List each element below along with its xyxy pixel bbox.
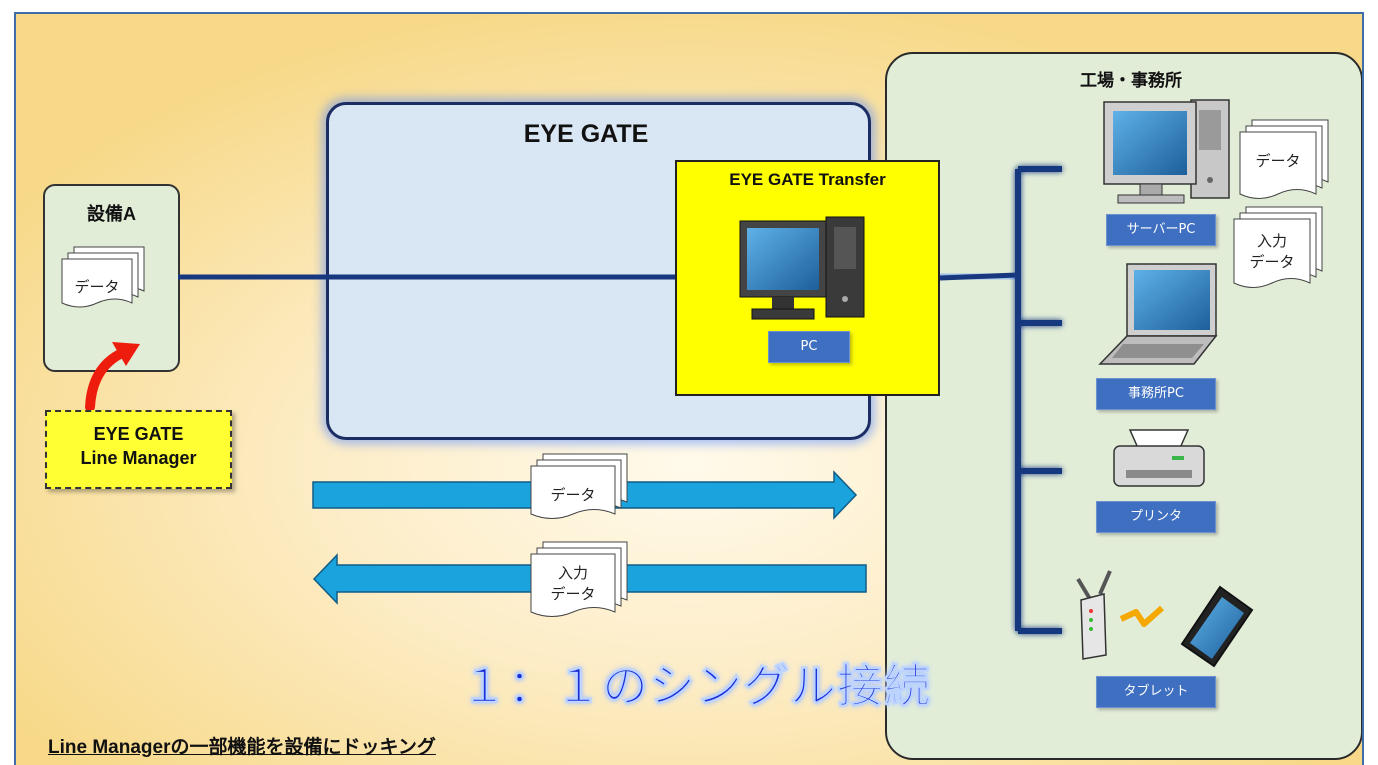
equipment-a-title: 設備A bbox=[87, 204, 136, 224]
eye-gate-transfer-title: EYE GATE Transfer bbox=[729, 170, 886, 189]
transfer-pc-icon bbox=[739, 216, 865, 320]
equipment-document-stack bbox=[61, 246, 145, 308]
diagram-graphics: データ データ 入力 データ bbox=[61, 99, 1329, 714]
line-manager-line1: EYE GATE bbox=[93, 424, 184, 444]
tablet-icon bbox=[1180, 585, 1254, 668]
return-document-stack bbox=[530, 541, 628, 617]
line-manager-line2: Line Manager bbox=[80, 448, 197, 468]
transfer-pc-label: PC bbox=[768, 331, 850, 363]
server-input-document-label-line1: 入力 bbox=[1257, 232, 1287, 250]
printer-label: プリンタ bbox=[1096, 501, 1216, 533]
forward-document-label: データ bbox=[550, 486, 595, 504]
server-input-document-label-line2: データ bbox=[1249, 253, 1294, 271]
tablet-label: タブレット bbox=[1096, 676, 1216, 708]
docking-arrow bbox=[85, 342, 140, 412]
line-manager-box bbox=[45, 410, 232, 489]
transfer-link-line bbox=[939, 272, 1019, 281]
server-pc-label: サーバーPC bbox=[1106, 214, 1216, 246]
server-input-document-stack bbox=[1233, 206, 1323, 288]
equipment-document-label: データ bbox=[74, 278, 119, 296]
wifi-router-icon bbox=[1076, 570, 1112, 660]
server-data-document-label: データ bbox=[1255, 152, 1300, 170]
diagram-canvas: 工場・事務所 EYE GATE 設備A bbox=[14, 12, 1364, 765]
office-laptop-icon bbox=[1098, 263, 1218, 365]
forward-document-stack bbox=[530, 453, 628, 519]
factory-office-title: 工場・事務所 bbox=[1080, 71, 1182, 90]
network-bus bbox=[1015, 166, 1062, 634]
server-data-document-stack bbox=[1239, 119, 1329, 199]
footnote-text: Line Managerの一部機能を設備にドッキング bbox=[48, 737, 436, 758]
printer-icon bbox=[1113, 429, 1205, 487]
return-document-label-line2: データ bbox=[550, 585, 595, 603]
eye-gate-title: EYE GATE bbox=[523, 120, 649, 148]
headline-text: １：１のシングル接続 bbox=[461, 659, 931, 713]
office-pc-label: 事務所PC bbox=[1096, 378, 1216, 410]
return-document-label-line1: 入力 bbox=[558, 564, 588, 582]
server-pc-icon bbox=[1103, 99, 1230, 204]
wireless-signal-icon bbox=[1119, 605, 1164, 627]
